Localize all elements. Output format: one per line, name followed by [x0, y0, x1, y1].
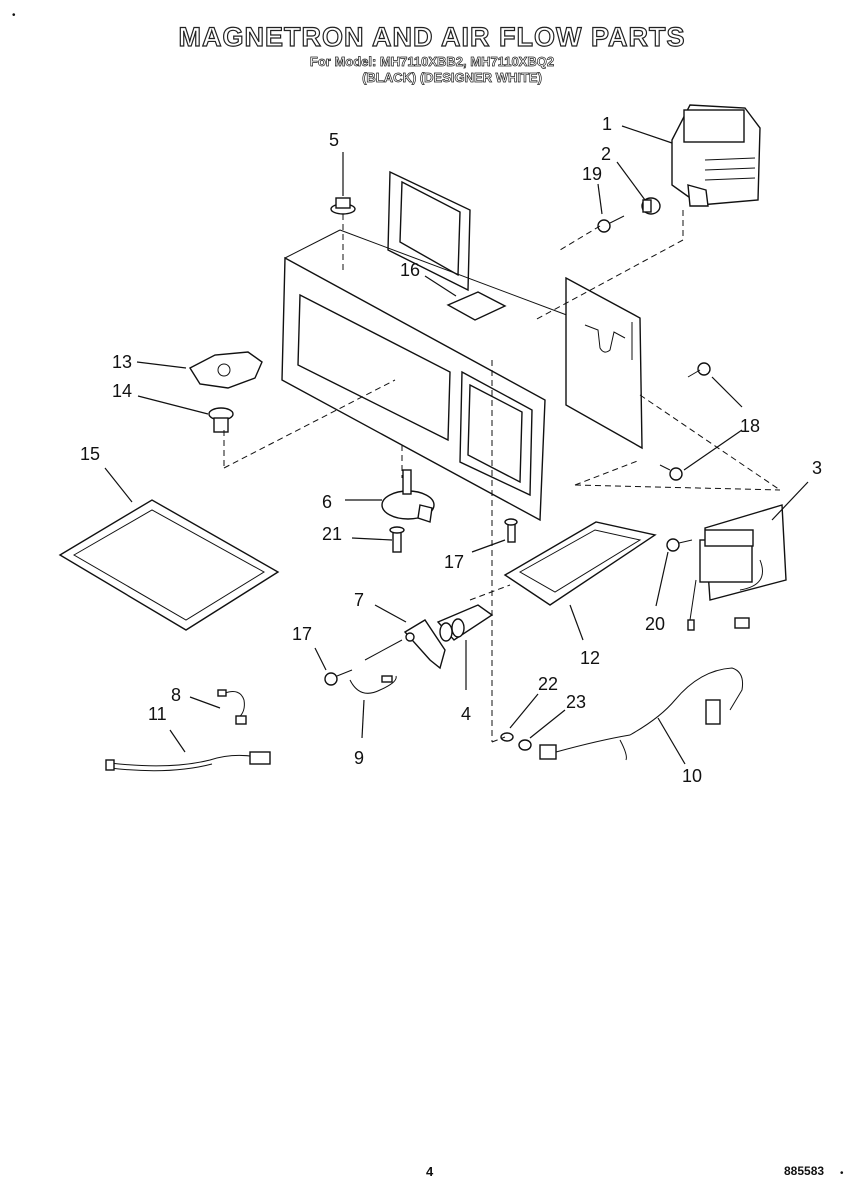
callout-22: 22 — [538, 674, 558, 694]
callout-9: 9 — [354, 748, 364, 768]
grease-filter-part — [58, 499, 280, 631]
corner-mark: • — [12, 10, 16, 21]
callout-17-upper: 17 — [444, 552, 464, 572]
thermal-wire-part — [217, 689, 247, 725]
stirrer-blade-part — [189, 351, 263, 389]
screw-18-lower-part — [659, 464, 683, 481]
transformer-part — [687, 504, 787, 631]
callout-8: 8 — [171, 685, 181, 705]
callout-1: 1 — [602, 114, 612, 134]
bushing-part — [208, 407, 234, 433]
callout-11: 11 — [148, 704, 167, 724]
assembly-lines — [223, 210, 781, 743]
corner-mark-bottom: • — [840, 1168, 844, 1179]
magnetron-part — [671, 104, 761, 207]
capacitor-part — [436, 604, 494, 642]
screw-17-upper-part — [504, 518, 518, 543]
callout-7: 7 — [354, 590, 364, 610]
callout-21: 21 — [322, 524, 342, 544]
leader-lines — [104, 125, 809, 765]
bracket-part — [503, 521, 657, 606]
washer-part — [500, 732, 514, 742]
thermal-cutout-part — [641, 197, 661, 215]
cavity-assembly — [281, 170, 643, 522]
callout-15: 15 — [80, 444, 100, 464]
power-cord-part — [539, 667, 743, 761]
color-line: (BLACK) (DESIGNER WHITE) — [362, 70, 543, 86]
wire-harness-part — [105, 751, 271, 772]
callout-14: 14 — [112, 381, 132, 401]
nut-part — [518, 739, 532, 751]
diode-part — [349, 639, 403, 694]
page-title: MAGNETRON AND AIR FLOW PARTS — [178, 21, 686, 52]
stirrer-motor-part — [381, 469, 435, 523]
screw-18-upper-part — [687, 362, 711, 378]
callout-20: 20 — [645, 614, 665, 634]
callouts: 1 2 3 4 5 6 7 8 9 10 11 12 13 14 15 16 1… — [80, 114, 822, 786]
thermal-protector-part — [330, 197, 356, 215]
callout-16: 16 — [400, 260, 420, 280]
callout-3: 3 — [812, 458, 822, 478]
callout-17-lower: 17 — [292, 624, 312, 644]
callout-5: 5 — [329, 130, 339, 150]
page-number: 4 — [426, 1164, 434, 1179]
callout-2: 2 — [601, 144, 611, 164]
screw-20-part — [666, 538, 693, 552]
figure-number: 885583 — [784, 1164, 825, 1178]
callout-6: 6 — [322, 492, 332, 512]
capacitor-bracket-part — [403, 619, 446, 670]
callout-4: 4 — [461, 704, 471, 724]
screw-21-part — [389, 526, 405, 553]
callout-18: 18 — [740, 416, 760, 436]
callout-23: 23 — [566, 692, 586, 712]
screw-17-lower-part — [324, 669, 353, 686]
model-line: For Model: MH7110XBB2, MH7110XBQ2 — [309, 54, 555, 70]
callout-13: 13 — [112, 352, 132, 372]
callout-19: 19 — [582, 164, 602, 184]
screw-19-part — [597, 215, 625, 233]
callout-10: 10 — [682, 766, 702, 786]
callout-12: 12 — [580, 648, 600, 668]
